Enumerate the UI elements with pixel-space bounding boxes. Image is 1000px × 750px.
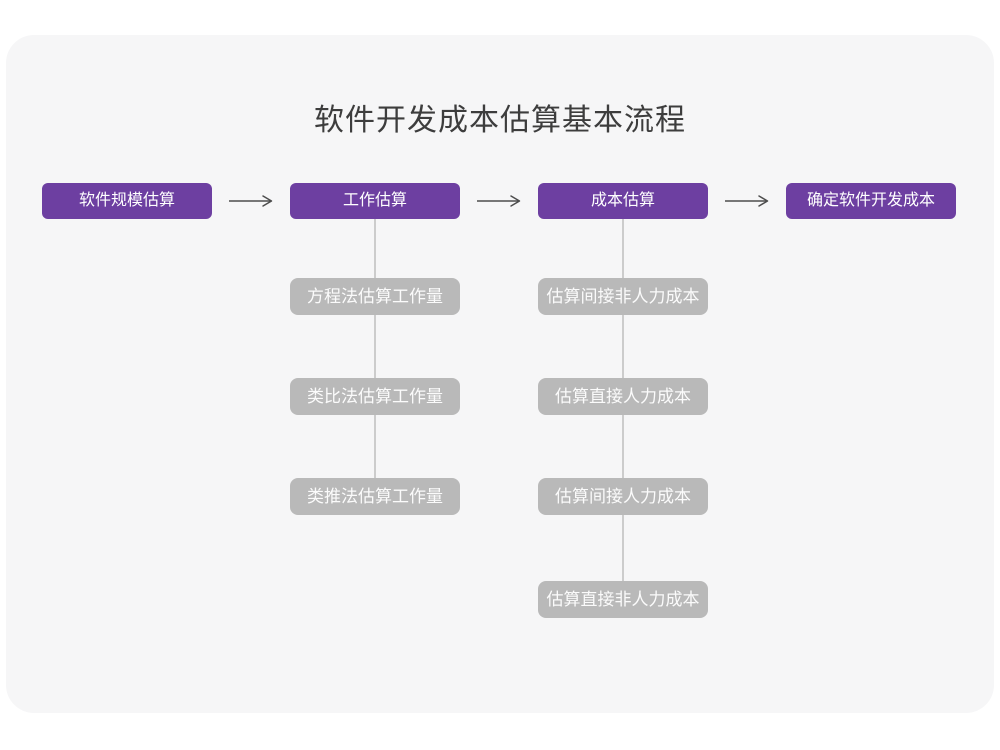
diagram-title: 软件开发成本估算基本流程 xyxy=(314,104,686,137)
flow-node-cost-estimation: 成本估算 xyxy=(538,183,708,219)
cost-component-direct-labor: 估算直接人力成本 xyxy=(538,378,708,415)
flow-node-software-scale-estimation: 软件规模估算 xyxy=(42,183,212,219)
flow-node-determine-development-cost: 确定软件开发成本 xyxy=(786,183,956,219)
connector-line-effort-column xyxy=(374,218,376,498)
right-arrow-icon xyxy=(725,194,769,208)
diagram-card xyxy=(6,35,994,713)
cost-component-indirect-labor: 估算间接人力成本 xyxy=(538,478,708,515)
effort-method-analogy: 类比法估算工作量 xyxy=(290,378,460,415)
effort-method-extrapolation: 类推法估算工作量 xyxy=(290,478,460,515)
right-arrow-icon xyxy=(477,194,521,208)
cost-component-direct-nonlabor: 估算直接非人力成本 xyxy=(538,581,708,618)
effort-method-equation: 方程法估算工作量 xyxy=(290,278,460,315)
right-arrow-icon xyxy=(229,194,273,208)
flow-node-effort-estimation: 工作估算 xyxy=(290,183,460,219)
cost-component-indirect-nonlabor: 估算间接非人力成本 xyxy=(538,278,708,315)
